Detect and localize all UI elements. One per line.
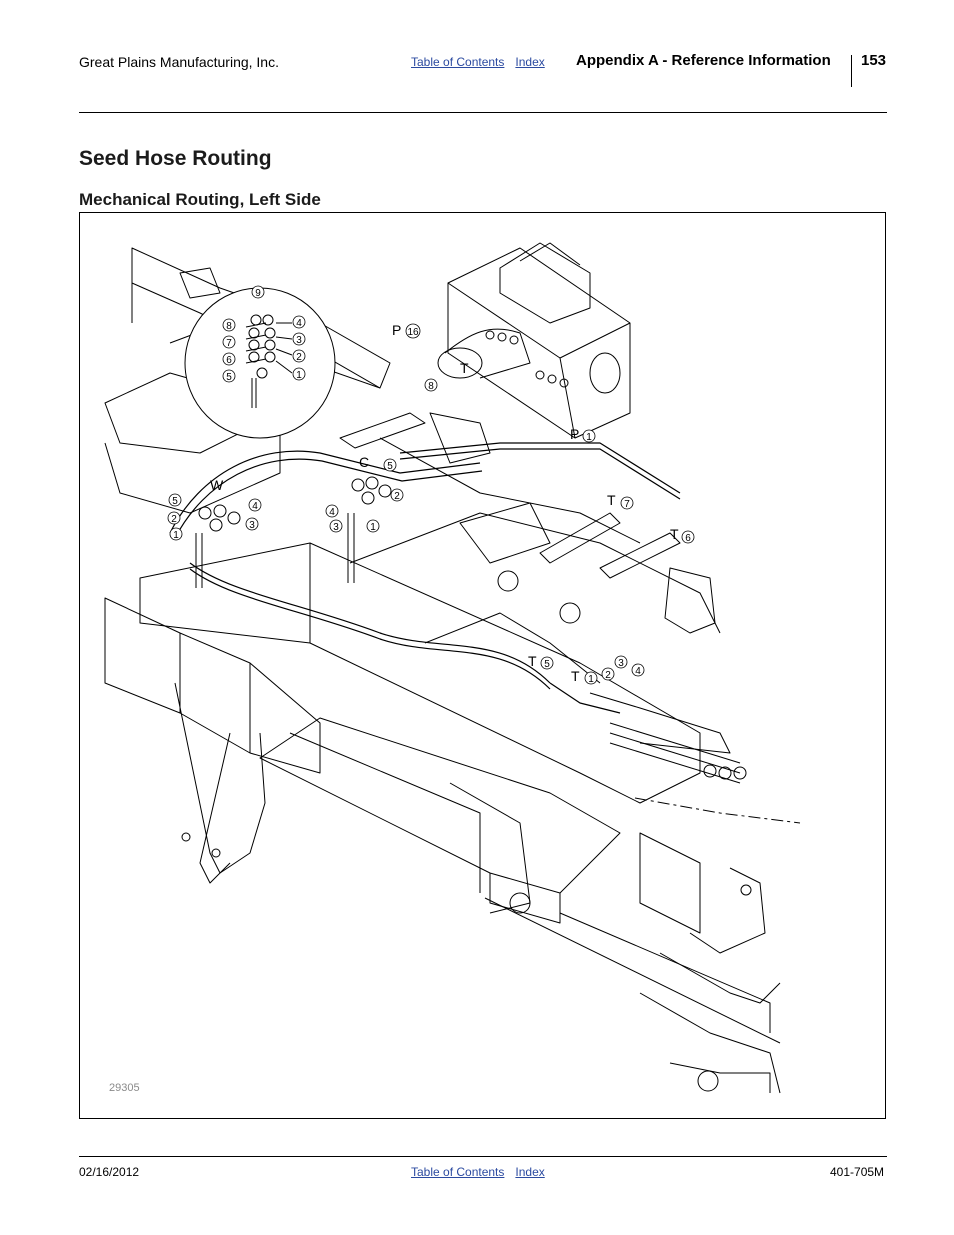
callout-number: 5	[226, 372, 232, 383]
callout-number: 1	[370, 522, 376, 533]
callout-circles	[167, 285, 695, 685]
callout-number: 1	[588, 674, 594, 685]
callout-number: 4	[329, 507, 335, 518]
callout-number: 5	[544, 659, 550, 670]
callout-number: 7	[226, 338, 232, 349]
company-name: Great Plains Manufacturing, Inc.	[79, 54, 279, 70]
callout-number: 3	[249, 520, 255, 531]
seed-box	[437, 242, 631, 439]
callout-letter: P	[570, 426, 579, 442]
callout-number: 5	[387, 461, 393, 472]
header-rule	[79, 112, 887, 113]
footer-date: 02/16/2012	[79, 1165, 140, 1179]
callout-letter: C	[359, 454, 369, 470]
index-link[interactable]: Index	[515, 55, 545, 69]
callout-number: 7	[624, 499, 630, 510]
page-title: Seed Hose Routing	[79, 147, 272, 170]
figure-id: 29305	[109, 1082, 140, 1094]
toc-link[interactable]: Table of Contents	[411, 55, 505, 69]
callout-number: 4	[252, 501, 258, 512]
right-manifold	[497, 512, 801, 824]
footer-links: Table of Contents Index	[411, 1165, 556, 1179]
callout-number: 4	[296, 318, 302, 329]
part-callouts: P T P C W T T T T	[210, 322, 679, 684]
callout-letter: T	[670, 526, 679, 542]
hose-routing	[169, 442, 681, 714]
index-link[interactable]: Index	[515, 1165, 545, 1179]
callout-number: 1	[296, 370, 302, 381]
page-number: 153	[861, 52, 887, 69]
callout-number: 3	[333, 522, 339, 533]
lower-frame	[104, 597, 781, 1094]
callout-letter: W	[210, 477, 224, 493]
callout-number: 6	[226, 355, 232, 366]
callout-number: 16	[407, 327, 419, 338]
diverter-assembly	[195, 412, 426, 588]
callout-numbers: 9 8 7 6 5 4 3 2 1 16 8 1 5 2 4 3 1 5 4 2…	[171, 288, 691, 685]
callout-number: 1	[173, 530, 179, 541]
callout-number: 3	[296, 335, 302, 346]
footer-rule	[79, 1156, 887, 1157]
callout-letter: T	[460, 360, 469, 376]
callout-number: 2	[394, 491, 400, 502]
main-frame	[139, 412, 721, 804]
callout-letter: T	[607, 492, 616, 508]
callout-number: 2	[171, 514, 177, 525]
callout-number: 8	[226, 321, 232, 332]
callout-number: 8	[428, 381, 434, 392]
callout-letter: T	[571, 668, 580, 684]
section-subtitle: Mechanical Routing, Left Side	[79, 190, 321, 209]
routing-diagram: P T P C W T T T T 9 8 7 6 5	[104, 242, 801, 1094]
callout-number: 6	[685, 533, 691, 544]
toc-link[interactable]: Table of Contents	[411, 1165, 505, 1179]
callout-number: 4	[635, 666, 641, 677]
callout-number: 3	[618, 658, 624, 669]
port-inset	[184, 287, 336, 439]
callout-number: 9	[255, 288, 261, 299]
routing-figure: P T P C W T T T T 9 8 7 6 5	[79, 212, 886, 1119]
header-divider	[851, 55, 852, 87]
callout-letter: P	[392, 322, 401, 338]
callout-number: 1	[586, 432, 592, 443]
callout-letter: T	[528, 653, 537, 669]
callout-number: 2	[605, 670, 611, 681]
callout-number: 2	[296, 352, 302, 363]
section-title: Appendix A - Reference Information	[576, 52, 831, 69]
document-number: 401-705M	[830, 1165, 885, 1179]
header-links: Table of Contents Index	[411, 55, 556, 69]
callout-number: 5	[172, 496, 178, 507]
